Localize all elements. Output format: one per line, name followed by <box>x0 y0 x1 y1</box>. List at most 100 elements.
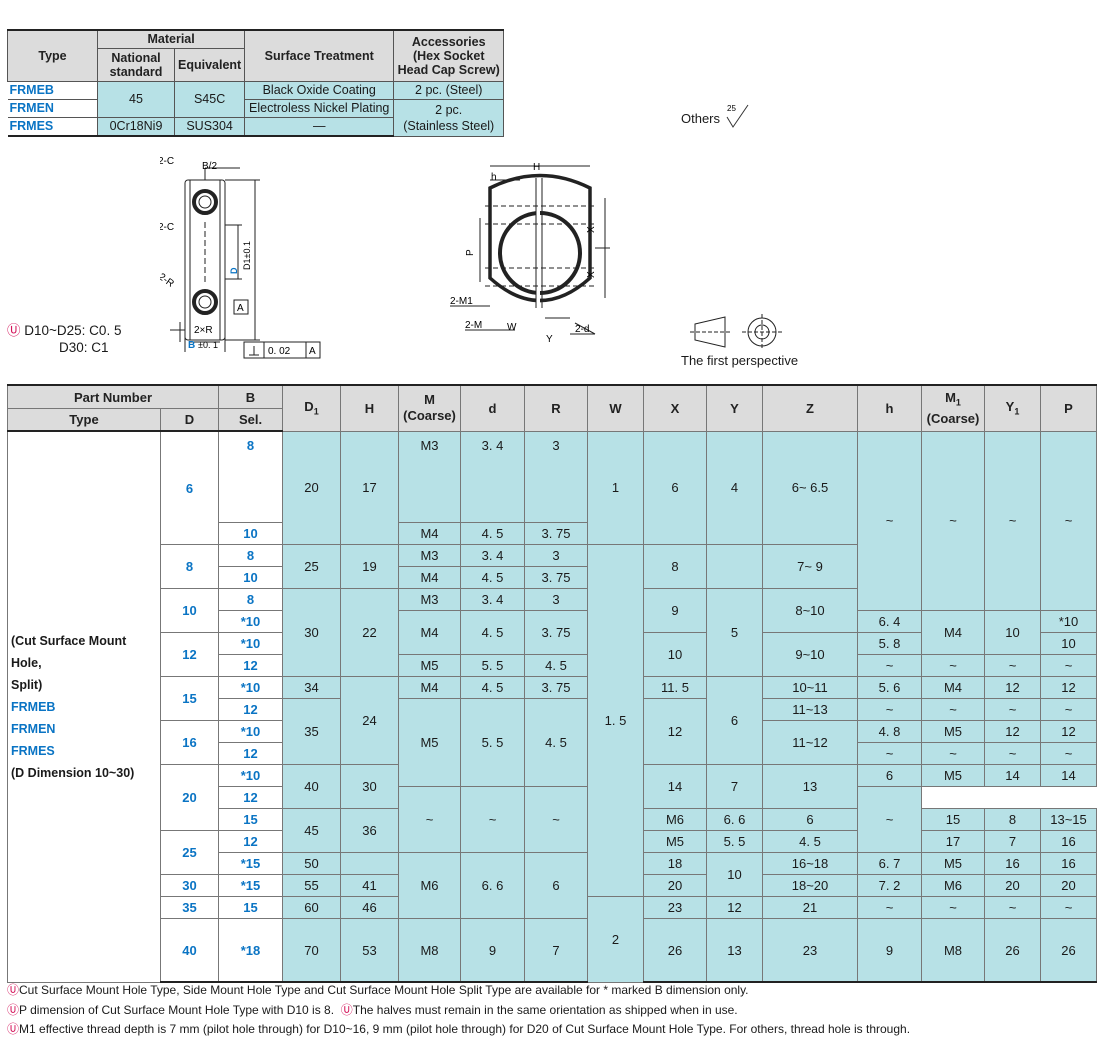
cell-m: M5 <box>643 830 707 853</box>
cell-z: 11~13 <box>762 698 858 721</box>
cell-z: 7~ 9 <box>762 544 858 589</box>
svg-text:A: A <box>237 303 244 314</box>
cell-x: 9 <box>643 588 707 633</box>
b-sel: 15 <box>218 896 283 919</box>
cell-z: 11~12 <box>762 720 858 765</box>
chamfer-note: Ⓤ D10~D25: C0. 5 D30: C1 <box>7 323 122 355</box>
cell-r: 3 <box>524 430 588 523</box>
cell-x: 17 <box>921 830 985 853</box>
cell-h: 24 <box>340 676 399 765</box>
cell-x: 23 <box>643 896 707 919</box>
svg-text:25: 25 <box>727 104 736 113</box>
svg-text:2-R: 2-R <box>160 271 176 289</box>
header-d: D <box>160 408 219 432</box>
b-sel: 12 <box>218 742 283 765</box>
b-sel: *10 <box>218 610 283 633</box>
cell-h-small: 6 <box>857 764 922 787</box>
b-sel: 10 <box>218 566 283 589</box>
cell-h-small: ~ <box>857 698 922 721</box>
d-10: 10 <box>160 588 219 633</box>
cell-d1: 70 <box>282 918 341 983</box>
cell-y: 8 <box>984 808 1041 831</box>
footnote-3: ⓊM1 effective thread depth is 7 mm (pilo… <box>7 1022 911 1036</box>
cell-p: ~ <box>1040 698 1097 721</box>
cell-y1: 20 <box>984 874 1041 897</box>
cell-x: 15 <box>921 808 985 831</box>
cell-y <box>706 544 763 589</box>
cell-x: 20 <box>643 874 707 897</box>
cell-z: 6~ 6.5 <box>762 430 858 545</box>
cell-y1: ~ <box>984 654 1041 677</box>
svg-text:B: B <box>188 340 195 351</box>
mat-header-equivalent: Equivalent <box>173 48 246 82</box>
svg-text:X: X <box>586 226 597 233</box>
cell-h-small: ~ <box>857 654 922 677</box>
cell-d: 4. 5 <box>460 566 525 589</box>
cell-y: 10 <box>706 852 763 897</box>
cell-y: 5 <box>706 588 763 677</box>
cell-m: M5 <box>398 698 461 787</box>
b-sel: 12 <box>218 654 283 677</box>
d-8: 8 <box>160 544 219 589</box>
cell-r: 3 <box>524 544 588 567</box>
svg-text:W: W <box>507 322 517 333</box>
b-sel: *10 <box>218 632 283 655</box>
cell-d1: 25 <box>282 544 341 589</box>
cell-p: 26 <box>1040 918 1097 983</box>
cell-p: ~ <box>1040 654 1097 677</box>
cell-d: 3. 4 <box>460 544 525 567</box>
cell-r: 4. 5 <box>524 654 588 677</box>
first-angle-projection-icon <box>690 314 782 350</box>
header-r: R <box>524 384 588 432</box>
cell-z: 10~11 <box>762 676 858 699</box>
b-sel: 10 <box>218 522 283 545</box>
cell-x: 11. 5 <box>643 676 707 699</box>
svg-text:A: A <box>309 346 316 357</box>
cell-w: 1. 5 <box>587 544 644 897</box>
cell-d1: 50 <box>282 852 341 875</box>
cell-m: M3 <box>398 544 461 567</box>
cell-m1: M4 <box>921 676 985 699</box>
cell-z: 9~10 <box>762 632 858 677</box>
b-sel: *10 <box>218 676 283 699</box>
cell-r: 4. 5 <box>762 830 858 853</box>
cell-m: M6 <box>398 852 461 919</box>
cell-y: 7 <box>706 764 763 809</box>
cell-d1: 34 <box>282 676 341 699</box>
cell-d1: 30 <box>282 588 341 677</box>
surface-black-oxide: Black Oxide Coating <box>244 81 395 100</box>
cell-m1: M6 <box>921 874 985 897</box>
cell-m: M4 <box>398 522 461 545</box>
svg-text:2-d: 2-d <box>575 324 589 335</box>
cell-w: 2 <box>587 896 644 983</box>
svg-text:D: D <box>229 267 239 274</box>
cell-m: M4 <box>398 610 461 655</box>
cell-h-small: ~ <box>857 430 922 611</box>
cell-h-small: 6. 4 <box>857 610 922 633</box>
d-40: 40 <box>160 918 219 983</box>
cell-y1: ~ <box>984 896 1041 919</box>
d-30: 30 <box>160 874 219 897</box>
cell-m: M3 <box>398 588 461 611</box>
cell-h: 22 <box>340 588 399 677</box>
b-sel: 12 <box>218 830 283 853</box>
header-h-small: h <box>857 384 922 432</box>
cell-h-small: 9 <box>857 918 922 983</box>
cell-z: 21 <box>762 896 858 919</box>
b-sel: 15 <box>218 808 283 831</box>
type-frmeb: FRMEB <box>7 81 98 100</box>
svg-text:0. 02: 0. 02 <box>268 346 291 357</box>
d-16: 16 <box>160 720 219 765</box>
b-sel: 8 <box>218 430 283 523</box>
cell-d: 3. 4 <box>460 430 525 523</box>
cell-d: 5. 5 <box>460 698 525 787</box>
b-sel: *10 <box>218 720 283 743</box>
cell-p: 12 <box>1040 720 1097 743</box>
cell-y1: 16 <box>984 852 1041 875</box>
cell-h: 41 <box>340 874 399 897</box>
cell-y1: 26 <box>984 918 1041 983</box>
cell-r: 4. 5 <box>524 698 588 787</box>
cell-m1: M8 <box>921 918 985 983</box>
mat-header-material: Material <box>96 29 246 49</box>
svg-text:D1±0.1: D1±0.1 <box>242 241 252 270</box>
